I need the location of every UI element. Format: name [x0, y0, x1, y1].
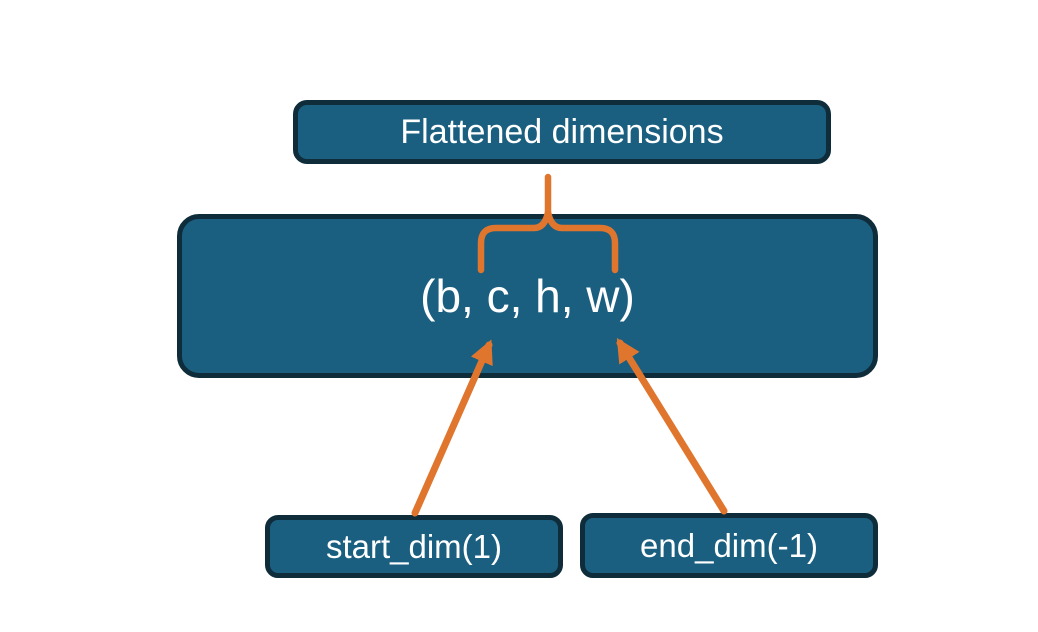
tensor-shape-box: (b, c, h, w) — [177, 214, 878, 378]
start-dim-box: start_dim(1) — [265, 515, 563, 578]
flattened-dimensions-box: Flattened dimensions — [293, 100, 831, 164]
flattened-dimensions-label: Flattened dimensions — [400, 112, 724, 151]
end-dim-box: end_dim(-1) — [580, 513, 878, 578]
end-dim-label: end_dim(-1) — [640, 526, 818, 564]
start-dim-label: start_dim(1) — [325, 527, 503, 565]
tensor-shape-label: (b, c, h, w) — [420, 270, 635, 322]
